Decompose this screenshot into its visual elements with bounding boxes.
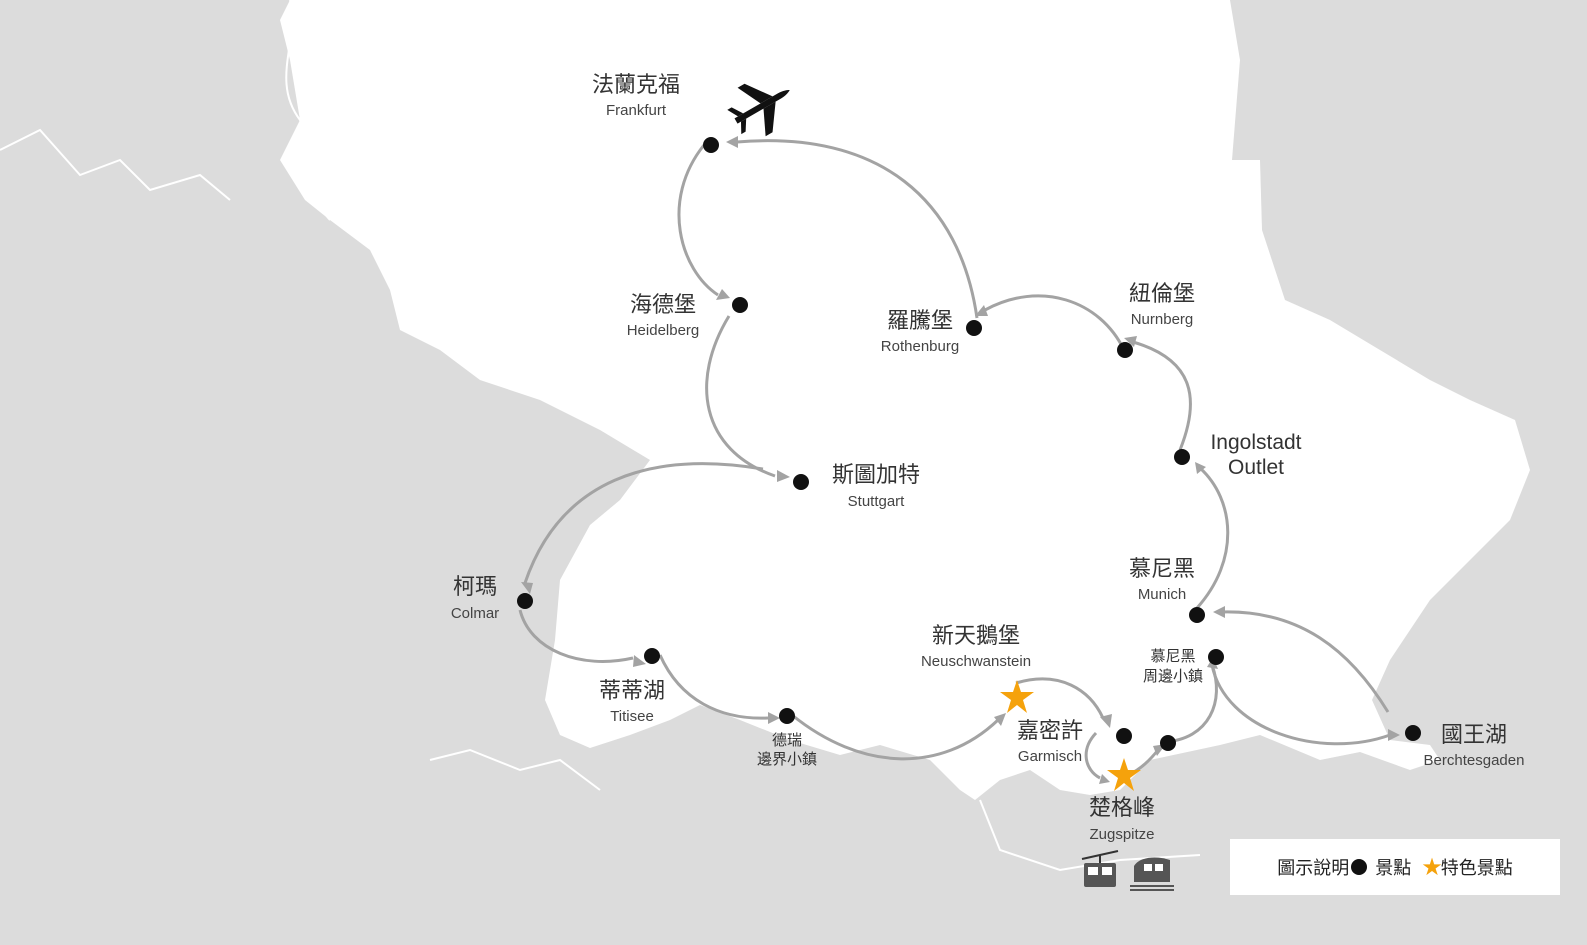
route-lines xyxy=(518,139,1391,780)
stop-dot-heidelberg[interactable] xyxy=(732,297,748,313)
stop-dot-garmisch[interactable] xyxy=(1116,728,1132,744)
label-border-town-line2: 邊界小鎮 xyxy=(757,750,817,768)
germany-region xyxy=(280,0,1530,800)
border-line xyxy=(0,128,231,201)
stop-dot-ingolstadt[interactable] xyxy=(1174,449,1190,465)
route-neuschwanstein-garmisch xyxy=(1015,677,1105,719)
label-rothenburg-en: Rothenburg xyxy=(881,338,959,355)
route-frankfurt-heidelberg xyxy=(677,144,719,297)
star-zugspitze[interactable] xyxy=(1107,758,1141,791)
label-munich-zh: 慕尼黑 xyxy=(1129,557,1195,582)
stop-labels: 法蘭克福 Frankfurt 海德堡 Heidelberg 斯圖加特 Stutt… xyxy=(451,73,1525,843)
stop-dot-rothenburg[interactable] xyxy=(966,320,982,336)
highlight-stars xyxy=(1000,680,1141,791)
label-frankfurt-en: Frankfurt xyxy=(606,102,667,119)
label-berchtesgaden-en: Berchtesgaden xyxy=(1424,752,1525,769)
label-colmar-en: Colmar xyxy=(451,605,499,622)
stop-dot-munich[interactable] xyxy=(1189,607,1205,623)
label-zugspitze-en: Zugspitze xyxy=(1089,826,1154,843)
legend-title: 圖示說明 xyxy=(1277,858,1350,879)
arrowhead xyxy=(521,582,533,594)
label-ingolstadt-line2: Outlet xyxy=(1228,456,1284,479)
legend-dot-icon xyxy=(1351,859,1368,875)
route-munich-ingolstadt xyxy=(1195,466,1230,610)
route-heidelberg-stuttgart xyxy=(705,315,776,478)
legend-star-icon: ★ xyxy=(1421,853,1443,881)
cog-train-icon xyxy=(1130,857,1174,891)
stop-dot-oberammergau[interactable] xyxy=(1160,735,1176,751)
route-garmisch-zugspitze xyxy=(1084,731,1101,780)
neighbour-east xyxy=(1230,0,1587,300)
route-stuttgart-colmar xyxy=(523,462,764,584)
stop-dot-berchtesgaden[interactable] xyxy=(1405,725,1421,741)
star-neuschwanstein[interactable] xyxy=(1000,680,1034,713)
arrowhead xyxy=(994,713,1006,726)
label-rothenburg-zh: 羅騰堡 xyxy=(887,309,953,334)
route-berchtesgaden-munich xyxy=(1221,610,1390,713)
legend-star-label: 特色景點 xyxy=(1440,858,1513,879)
route-ingolstadt-nurnberg xyxy=(1132,340,1192,451)
arrowhead xyxy=(1388,729,1400,741)
label-stuttgart-zh: 斯圖加特 xyxy=(832,463,920,488)
stop-dot-frankfurt[interactable] xyxy=(703,137,719,153)
route-to-berchtesgaden xyxy=(1210,664,1391,746)
arrowhead xyxy=(1213,606,1225,618)
label-border-town-line1: 德瑞 xyxy=(772,731,802,749)
label-heidelberg-en: Heidelberg xyxy=(627,322,700,339)
lake-constance xyxy=(640,721,720,746)
label-zugspitze-zh: 楚格峰 xyxy=(1089,796,1155,821)
arrowhead xyxy=(1195,462,1206,474)
border-line xyxy=(285,0,331,221)
route-colmar-titisee xyxy=(518,609,634,663)
label-heidelberg-zh: 海德堡 xyxy=(630,293,696,318)
label-frankfurt-zh: 法蘭克福 xyxy=(592,73,680,98)
stop-dot-munich-towns[interactable] xyxy=(1208,649,1224,665)
label-nurnberg-en: Nurnberg xyxy=(1131,311,1194,328)
arrowhead xyxy=(1099,774,1110,784)
arrowhead xyxy=(777,470,790,482)
airplane-icon xyxy=(727,83,790,137)
route-titisee-border xyxy=(658,654,769,720)
border-line xyxy=(429,748,601,791)
label-titisee-en: Titisee xyxy=(610,708,654,725)
label-titisee-zh: 蒂蒂湖 xyxy=(599,679,665,704)
label-garmisch-en: Garmisch xyxy=(1018,748,1082,765)
cable-car-icon xyxy=(1081,850,1119,887)
arrowhead xyxy=(975,305,988,316)
arrowhead xyxy=(726,136,738,148)
stop-dot-colmar[interactable] xyxy=(517,593,533,609)
stop-dots xyxy=(517,137,1421,751)
label-colmar-zh: 柯瑪 xyxy=(453,575,497,600)
arrowhead xyxy=(768,712,780,724)
stop-dot-nurnberg[interactable] xyxy=(1117,342,1133,358)
label-berchtesgaden-zh: 國王湖 xyxy=(1441,723,1507,748)
arrowhead xyxy=(633,655,646,667)
label-neuschwanstein-zh: 新天鵝堡 xyxy=(932,624,1020,649)
label-munich-towns-line2: 周邊小鎮 xyxy=(1143,667,1203,685)
route-rothenburg-frankfurt xyxy=(736,139,979,319)
label-nurnberg-zh: 紐倫堡 xyxy=(1129,282,1195,307)
label-stuttgart-en: Stuttgart xyxy=(848,493,906,510)
label-garmisch-zh: 嘉密許 xyxy=(1017,719,1083,744)
map-legend: 圖示說明 景點 ★ 特色景點 xyxy=(1230,839,1560,895)
label-munich-en: Munich xyxy=(1138,586,1186,603)
label-neuschwanstein-en: Neuschwanstein xyxy=(921,653,1031,670)
label-munich-towns-line1: 慕尼黑 xyxy=(1150,647,1195,665)
arrowhead xyxy=(1124,336,1137,347)
arrowhead xyxy=(1100,714,1112,728)
route-nurnberg-rothenburg xyxy=(984,294,1126,351)
route-border-neuschwanstein xyxy=(791,713,1000,761)
stop-dot-titisee[interactable] xyxy=(644,648,660,664)
stop-dot-border-town[interactable] xyxy=(779,708,795,724)
arrowhead xyxy=(716,289,730,300)
stop-dot-stuttgart[interactable] xyxy=(793,474,809,490)
label-ingolstadt-line1: Ingolstadt xyxy=(1210,431,1301,454)
legend-dot-label: 景點 xyxy=(1375,858,1412,879)
